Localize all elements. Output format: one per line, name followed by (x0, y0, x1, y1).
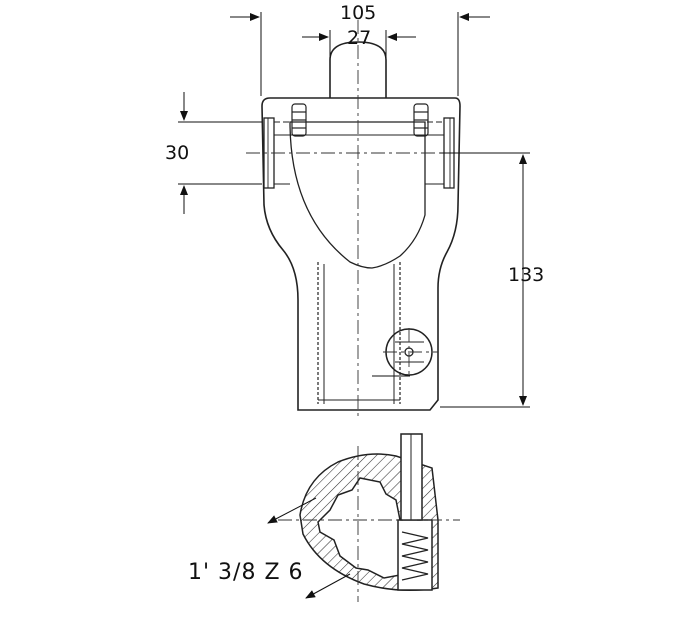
center-lines (246, 20, 470, 420)
dim-cross-height: 30 (165, 142, 190, 164)
spring (401, 531, 429, 581)
top-knob (329, 41, 387, 98)
shaft-bore (317, 262, 401, 404)
left-clip (291, 103, 307, 137)
dim-yoke-height: 133 (508, 264, 545, 286)
dim-tenon-width: 27 (347, 27, 372, 49)
yoke-outline (261, 97, 461, 411)
right-clip (413, 103, 429, 137)
inner-bore (289, 121, 426, 269)
yoke-side-view (261, 41, 461, 411)
spline-section-view (299, 433, 439, 591)
dimension-lines (178, 12, 530, 408)
spline-spec-label: 1' 3/8 Z 6 (188, 560, 304, 585)
dim-overall-width: 105 (340, 2, 377, 24)
